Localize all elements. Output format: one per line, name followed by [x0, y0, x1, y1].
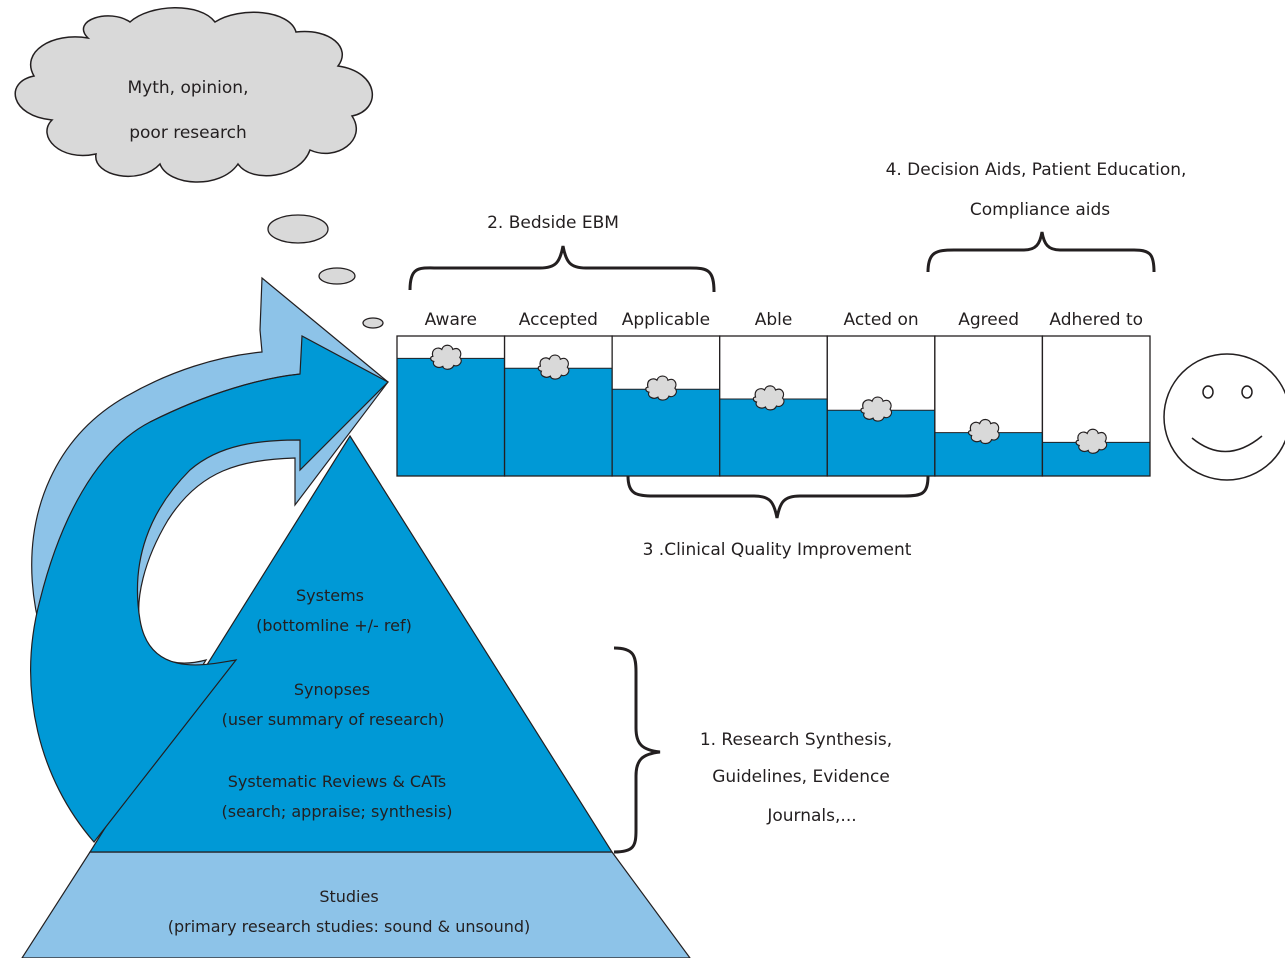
leak-cloud-icon — [430, 344, 462, 370]
cloud-text-line2: poor research — [129, 123, 247, 143]
leak-cloud-icon — [645, 375, 677, 401]
leak-cloud-icon — [1075, 428, 1108, 454]
pipeline-stage-border — [1041, 335, 1151, 477]
decision-label-line1: 4. Decision Aids, Patient Education, — [886, 160, 1187, 180]
pipeline-stage-label: Aware — [425, 310, 477, 330]
research-label-line3: Journals,... — [766, 806, 856, 826]
thought-cloud-icon: Myth, opinion, poor research — [14, 7, 374, 183]
synopses-title: Synopses — [294, 680, 370, 699]
leak-cloud-icon — [860, 396, 893, 422]
pipeline-stage-label: Able — [755, 310, 793, 330]
pipeline-stage-fill — [612, 389, 720, 476]
studies-title: Studies — [319, 887, 378, 906]
decision-label-line2: Compliance aids — [970, 200, 1110, 220]
thought-bubble-small — [362, 317, 384, 329]
thought-bubble-medium — [318, 267, 356, 285]
pipeline-stage-fill — [719, 399, 828, 476]
quality-label: 3 .Clinical Quality Improvement — [643, 540, 912, 560]
bedside-label: 2. Bedside EBM — [487, 213, 619, 233]
bedside-brace — [408, 245, 716, 293]
pipeline-stage-label: Agreed — [958, 310, 1019, 330]
studies-subtitle: (primary research studies: sound & unsou… — [168, 917, 531, 936]
leak-cloud-icon — [967, 418, 1000, 445]
pipeline-stage-label: Applicable — [622, 310, 710, 330]
reviews-subtitle: (search; appraise; synthesis) — [221, 802, 452, 821]
pipeline-stage-label: Adhered to — [1049, 310, 1143, 330]
thought-bubble-large — [267, 214, 329, 244]
leak-cloud-icon — [752, 385, 785, 411]
synopses-subtitle: (user summary of research) — [222, 710, 445, 729]
pipeline-stage-fill — [827, 410, 935, 476]
pipeline-stage-fill — [397, 358, 505, 476]
research-label-line1: 1. Research Synthesis, — [700, 730, 892, 750]
systems-subtitle: (bottomline +/- ref) — [256, 616, 412, 635]
research-brace — [613, 646, 661, 854]
arrow-edge-line — [149, 373, 301, 423]
pipeline-stage-label: Acted on — [843, 310, 918, 330]
leaky-pipeline: Aware Accepted Applicable Able Acted on Agree… — [396, 310, 1151, 477]
smiley-face-icon — [1163, 353, 1285, 481]
pyramid-top — [88, 434, 614, 853]
pipeline-stage-fill — [504, 368, 613, 476]
pipeline-stage-label: Accepted — [519, 310, 598, 330]
decision-brace — [926, 231, 1156, 273]
reviews-title: Systematic Reviews & CATs — [228, 772, 446, 791]
research-label-line2: Guidelines, Evidence — [712, 767, 890, 787]
systems-title: Systems — [296, 586, 364, 605]
leak-cloud-icon — [537, 354, 570, 380]
cloud-text-line1: Myth, opinion, — [128, 78, 249, 98]
quality-brace — [626, 475, 930, 519]
